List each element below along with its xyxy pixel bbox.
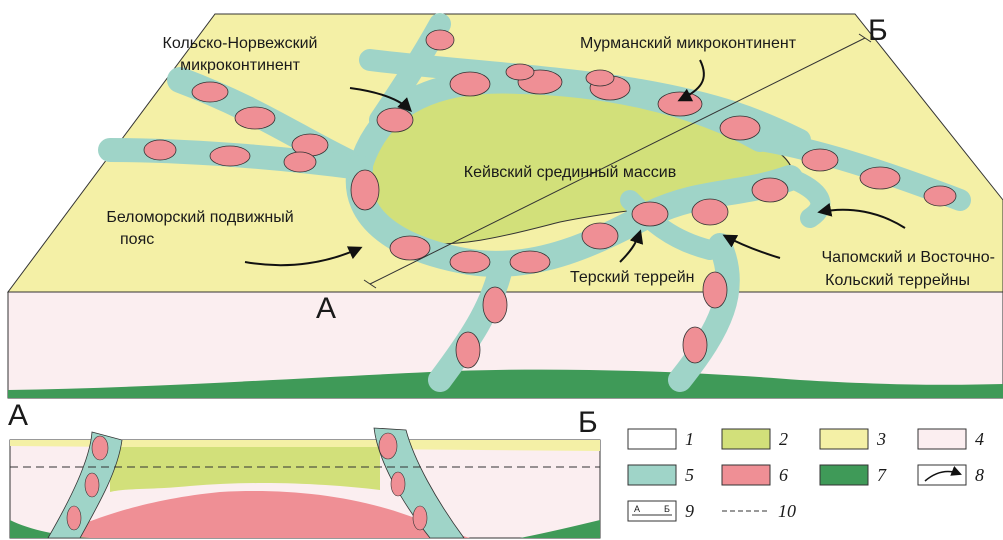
legend-swatch-3	[820, 429, 868, 449]
legend-num-8: 8	[975, 465, 984, 485]
legend-num-9: 9	[685, 501, 694, 521]
label-belomorian-2: пояс	[120, 231, 154, 248]
label-tersky: Терский террейн	[570, 269, 695, 286]
legend-swatch-6	[722, 465, 770, 485]
point-b: Б	[868, 14, 888, 47]
point-a: А	[316, 292, 336, 325]
label-chapoma-1: Чапомский и Восточно-	[822, 249, 996, 266]
legend-num-1: 1	[685, 429, 694, 449]
legend-section-b: Б	[664, 504, 670, 514]
label-kola-norway-1: Кольско-Норвежский	[163, 35, 318, 52]
legend-num-4: 4	[975, 429, 984, 449]
label-belomorian-1: Беломорский подвижный	[106, 209, 293, 226]
legend-swatch-1	[628, 429, 676, 449]
legend-swatch-7	[820, 465, 868, 485]
legend-num-5: 5	[685, 465, 694, 485]
legend-swatch-8	[918, 465, 966, 485]
legend-swatch-5	[628, 465, 676, 485]
legend-num-7: 7	[877, 465, 887, 485]
legend: 1 2 3 4 5 6 7 8 А Б 9 10	[628, 429, 984, 521]
legend-num-10: 10	[778, 501, 796, 521]
label-kola-norway-2: микроконтинент	[180, 57, 300, 74]
legend-section-a: А	[634, 504, 640, 514]
legend-swatch-4	[918, 429, 966, 449]
label-murmansk: Мурманский микроконтинент	[580, 35, 797, 52]
legend-num-6: 6	[779, 465, 788, 485]
legend-num-3: 3	[876, 429, 886, 449]
label-keivy: Кейвский срединный массив	[464, 164, 676, 181]
legend-swatch-2	[722, 429, 770, 449]
section-b-label: Б	[578, 406, 598, 439]
section-a-label: А	[8, 399, 28, 432]
legend-num-2: 2	[779, 429, 788, 449]
label-chapoma-2: Кольский террейны	[825, 272, 970, 289]
